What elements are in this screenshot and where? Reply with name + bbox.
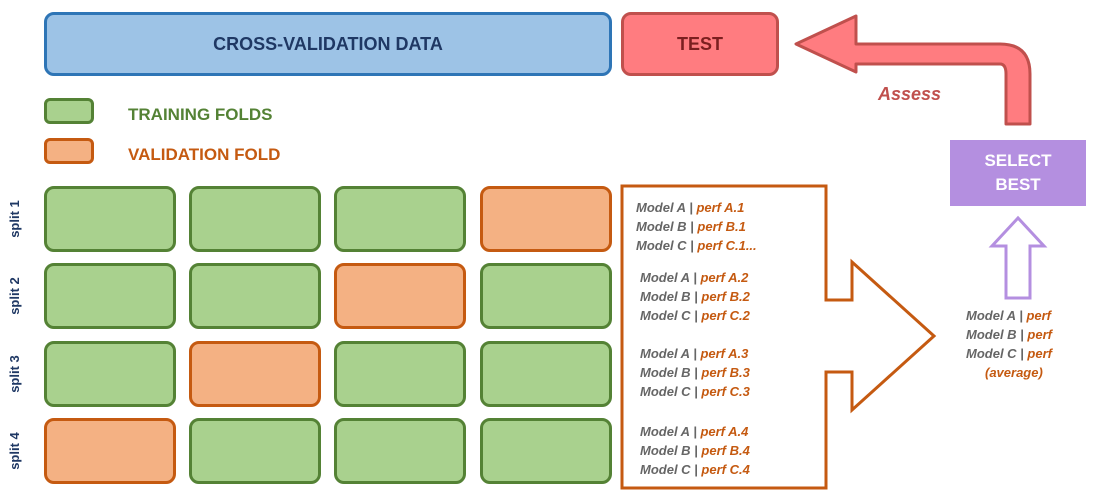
training-fold [480,263,612,329]
validation-fold [334,263,466,329]
assess-label: Assess [878,84,942,104]
select-best-line1: SELECT [984,151,1052,170]
model-performance-line: Model A | perf A.3 [640,346,748,361]
model-name: Model C | [640,308,702,323]
model-name: Model C | [966,346,1028,361]
training-fold [189,418,321,484]
aggregate-arrow [620,184,937,490]
performance-value: perf B.4 [701,443,750,458]
validation-fold [189,341,321,407]
cross-validation-data-label: CROSS-VALIDATION DATA [213,33,443,54]
performance-value: perf A.4 [700,424,749,439]
model-performance-line: Model C | perf C.3 [640,384,750,399]
split-label: split 3 [7,355,22,393]
performance-value: perf B.2 [701,289,750,304]
model-performance-line: Model C | perf C.2 [640,308,750,323]
training-fold [44,263,176,329]
model-name: Model B | [640,289,702,304]
model-name: Model C | [640,384,702,399]
training-fold [334,186,466,252]
model-performance-line: Model A | perf A.1 [636,200,744,215]
performance-value: perf A.2 [700,270,749,285]
performance-value: perf C.1... [697,238,757,253]
split-label: split 4 [7,432,22,470]
test-box: TEST [621,12,779,76]
training-fold [334,418,466,484]
model-name: Model A | [636,200,697,215]
average-performance-line: Model B | perf [966,327,1052,342]
model-performance-line: Model B | perf B.2 [640,289,750,304]
performance-value: perf A.1 [696,200,745,215]
legend-validation-swatch [44,138,94,164]
model-name: Model A | [640,270,701,285]
select-best-line2: BEST [995,175,1041,194]
model-name: Model A | [640,424,701,439]
model-name: Model B | [966,327,1028,342]
performance-value: perf C.2 [701,308,750,323]
average-performance-line: Model A | perf [966,308,1051,323]
model-name: Model C | [636,238,698,253]
legend-training-label: TRAINING FOLDS [128,105,273,124]
legend-validation-label: VALIDATION FOLD [128,145,281,164]
model-performance-line: Model B | perf B.1 [636,219,746,234]
test-label: TEST [676,33,723,54]
select-up-arrow [988,215,1048,300]
average-note: (average) [985,365,1043,380]
model-performance-line: Model C | perf C.4 [640,462,750,477]
training-fold [44,186,176,252]
model-performance-line: Model A | perf A.2 [640,270,748,285]
model-name: Model A | [966,308,1027,323]
model-name: Model A | [640,346,701,361]
assess-arrow [794,14,1032,126]
performance-value: perf [1027,346,1052,361]
performance-value: perf C.4 [701,462,750,477]
model-performance-line: Model A | perf A.4 [640,424,748,439]
cross-validation-data-box: CROSS-VALIDATION DATA [44,12,612,76]
legend-training-swatch [44,98,94,124]
model-name: Model C | [640,462,702,477]
training-fold [189,263,321,329]
model-name: Model B | [640,443,702,458]
training-fold [334,341,466,407]
performance-value: perf [1027,327,1052,342]
split-label: split 1 [7,200,22,238]
performance-value: perf B.3 [701,365,750,380]
validation-fold [480,186,612,252]
model-performance-line: Model B | perf B.3 [640,365,750,380]
training-fold [480,341,612,407]
model-name: Model B | [636,219,698,234]
model-name: Model B | [640,365,702,380]
performance-value: perf A.3 [700,346,749,361]
model-performance-line: Model C | perf C.1... [636,238,757,253]
performance-value: perf C.3 [701,384,750,399]
average-performance-line: Model C | perf [966,346,1052,361]
validation-fold [44,418,176,484]
model-performance-line: Model B | perf B.4 [640,443,750,458]
split-label: split 2 [7,277,22,315]
select-best-box: SELECT BEST [950,140,1086,206]
training-fold [44,341,176,407]
training-fold [189,186,321,252]
performance-value: perf [1026,308,1052,323]
performance-value: perf B.1 [697,219,746,234]
training-fold [480,418,612,484]
